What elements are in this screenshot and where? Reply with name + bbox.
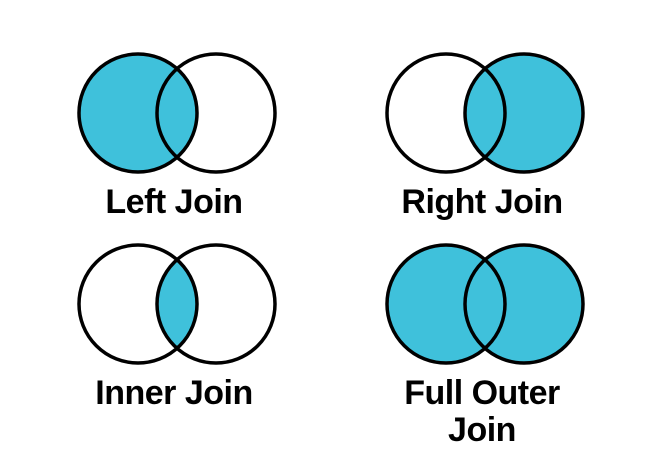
left-join-diagram: Left Join bbox=[68, 48, 280, 221]
left-circle-outline bbox=[77, 52, 199, 174]
left-join-label: Left Join bbox=[105, 183, 243, 221]
left-circle-outline bbox=[385, 243, 507, 365]
inner-join-label: Inner Join bbox=[95, 374, 253, 412]
intersection-fill bbox=[465, 259, 505, 349]
left-circle-outline bbox=[77, 243, 199, 365]
intersection-fill bbox=[157, 68, 197, 158]
right-circle-outline bbox=[463, 243, 585, 365]
left-circle-outline bbox=[385, 52, 507, 174]
intersection-fill bbox=[465, 68, 505, 158]
inner-join-diagram: Inner Join bbox=[68, 239, 280, 412]
left-join-venn bbox=[77, 52, 277, 174]
right-join-label: Right Join bbox=[401, 183, 563, 221]
full-outer-join-venn bbox=[385, 243, 585, 365]
right-circle-outline bbox=[155, 52, 277, 174]
right-join-venn bbox=[385, 52, 585, 174]
right-circle-outline bbox=[463, 52, 585, 174]
full-outer-join-diagram: Full Outer Join bbox=[376, 239, 588, 449]
intersection-fill bbox=[157, 259, 197, 349]
right-circle-outline bbox=[155, 243, 277, 365]
full-outer-join-label: Full Outer Join bbox=[404, 374, 560, 449]
right-join-diagram: Right Join bbox=[376, 48, 588, 221]
inner-join-venn bbox=[77, 243, 277, 365]
